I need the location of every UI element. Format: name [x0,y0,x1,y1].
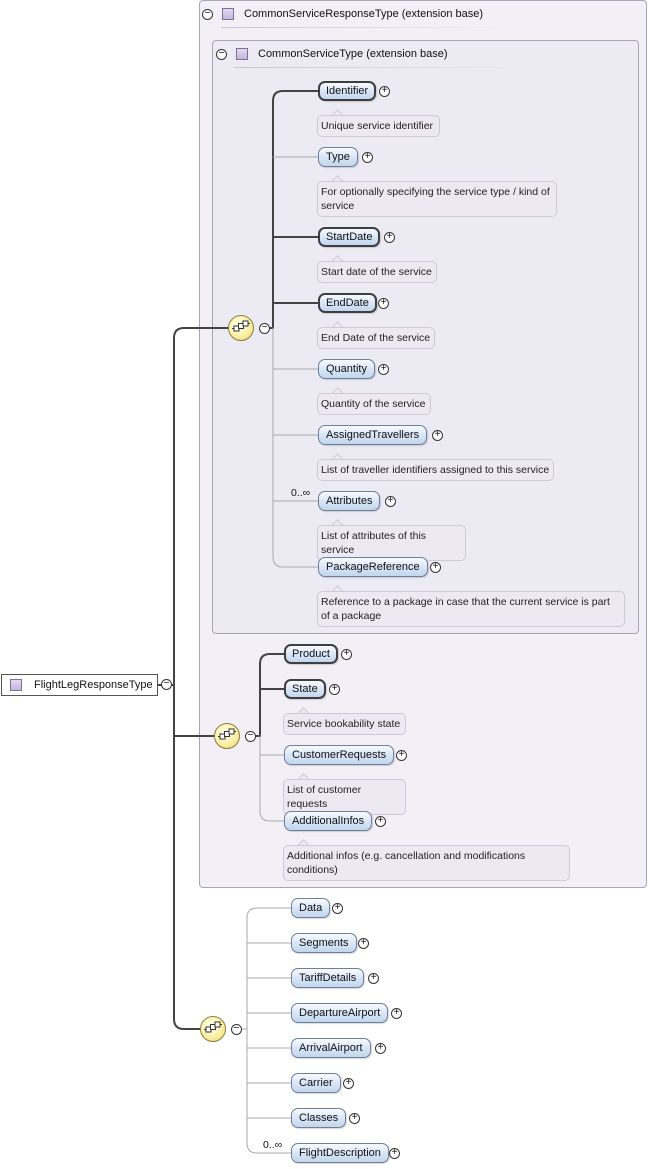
element-package-reference[interactable]: PackageReference [318,557,428,577]
root-element-flight-leg-response-type[interactable]: FlightLegResponseType [1,674,158,696]
sequence-glyph-icon [204,1021,222,1033]
inner-extension-underline [234,67,534,68]
expand-toggle-attributes[interactable]: + [385,496,396,507]
element-carrier[interactable]: Carrier [291,1073,341,1093]
element-additional-infos[interactable]: AdditionalInfos [284,811,373,831]
doc-attributes: List of attributes of this service [317,525,466,561]
collapse-toggle-inner-extension[interactable]: − [216,49,227,60]
doc-identifier: Unique service identifier [317,115,440,137]
collapse-toggle-root[interactable]: − [161,679,172,690]
element-quantity[interactable]: Quantity [318,359,375,379]
occurs-flight-description: 0..∞ [263,1139,283,1151]
expand-toggle-product[interactable]: + [341,649,352,660]
complex-type-icon [236,48,248,60]
expand-toggle-departure-airport[interactable]: + [391,1008,402,1019]
expand-toggle-quantity[interactable]: + [378,364,389,375]
sequence-glyph-icon [218,728,236,740]
element-state[interactable]: State [284,679,326,699]
element-assigned-travellers[interactable]: AssignedTravellers [318,425,428,445]
expand-toggle-state[interactable]: + [329,684,340,695]
element-type[interactable]: Type [318,147,358,167]
occurs-attributes: 0..∞ [291,487,311,499]
collapse-toggle-outer-extension[interactable]: − [202,9,213,20]
element-departure-airport[interactable]: DepartureAirport [291,1003,389,1023]
expand-toggle-start-date[interactable]: + [384,232,395,243]
root-element-label: FlightLegResponseType [34,679,153,691]
expand-toggle-data[interactable]: + [332,903,343,914]
element-customer-requests[interactable]: CustomerRequests [284,745,395,765]
collapse-toggle-sequence-response[interactable]: − [245,731,256,742]
doc-package-reference: Reference to a package in case that the … [317,591,625,627]
expand-toggle-flight-description[interactable]: + [389,1148,400,1159]
sequence-compositor-icon[interactable] [200,1016,226,1042]
sequence-compositor-icon[interactable] [228,315,254,341]
expand-toggle-identifier[interactable]: + [379,86,390,97]
outer-extension-underline [221,27,521,28]
expand-toggle-package-reference[interactable]: + [430,562,441,573]
element-arrival-airport[interactable]: ArrivalAirport [291,1038,371,1058]
complex-type-icon [222,8,234,20]
element-data[interactable]: Data [291,898,331,918]
outer-extension-title: CommonServiceResponseType (extension bas… [244,8,484,20]
doc-assigned-travellers: List of traveller identifiers assigned t… [317,459,554,481]
expand-toggle-carrier[interactable]: + [343,1078,354,1089]
expand-toggle-assigned-travellers[interactable]: + [432,430,443,441]
inner-extension-title: CommonServiceType (extension base) [258,48,448,60]
expand-toggle-classes[interactable]: + [349,1113,360,1124]
sequence-compositor-icon[interactable] [214,723,240,749]
doc-type: For optionally specifying the service ty… [317,181,557,217]
element-tariff-details[interactable]: TariffDetails [291,968,365,988]
doc-end-date: End Date of the service [317,327,435,349]
element-segments[interactable]: Segments [291,933,357,953]
expand-toggle-additional-infos[interactable]: + [375,816,386,827]
expand-toggle-tariff-details[interactable]: + [368,973,379,984]
element-end-date[interactable]: EndDate [318,293,377,313]
expand-toggle-customer-requests[interactable]: + [396,750,407,761]
element-start-date[interactable]: StartDate [318,227,381,247]
element-identifier[interactable]: Identifier [318,81,377,101]
expand-toggle-end-date[interactable]: + [378,298,389,309]
element-attributes[interactable]: Attributes [318,491,381,511]
expand-toggle-segments[interactable]: + [358,938,369,949]
doc-state: Service bookability state [283,713,406,735]
collapse-toggle-sequence-inner[interactable]: − [259,323,270,334]
expand-toggle-arrival-airport[interactable]: + [375,1043,386,1054]
doc-quantity: Quantity of the service [317,393,431,415]
doc-additional-infos: Additional infos (e.g. cancellation and … [283,845,570,881]
element-flight-description[interactable]: FlightDescription [291,1143,389,1163]
doc-start-date: Start date of the service [317,261,437,283]
sequence-glyph-icon [232,320,250,332]
element-classes[interactable]: Classes [291,1108,347,1128]
doc-customer-requests: List of customer requests [283,779,406,815]
element-product[interactable]: Product [284,644,338,664]
complex-type-icon [10,679,22,691]
collapse-toggle-sequence-flight-leg[interactable]: − [231,1024,242,1035]
expand-toggle-type[interactable]: + [362,152,373,163]
